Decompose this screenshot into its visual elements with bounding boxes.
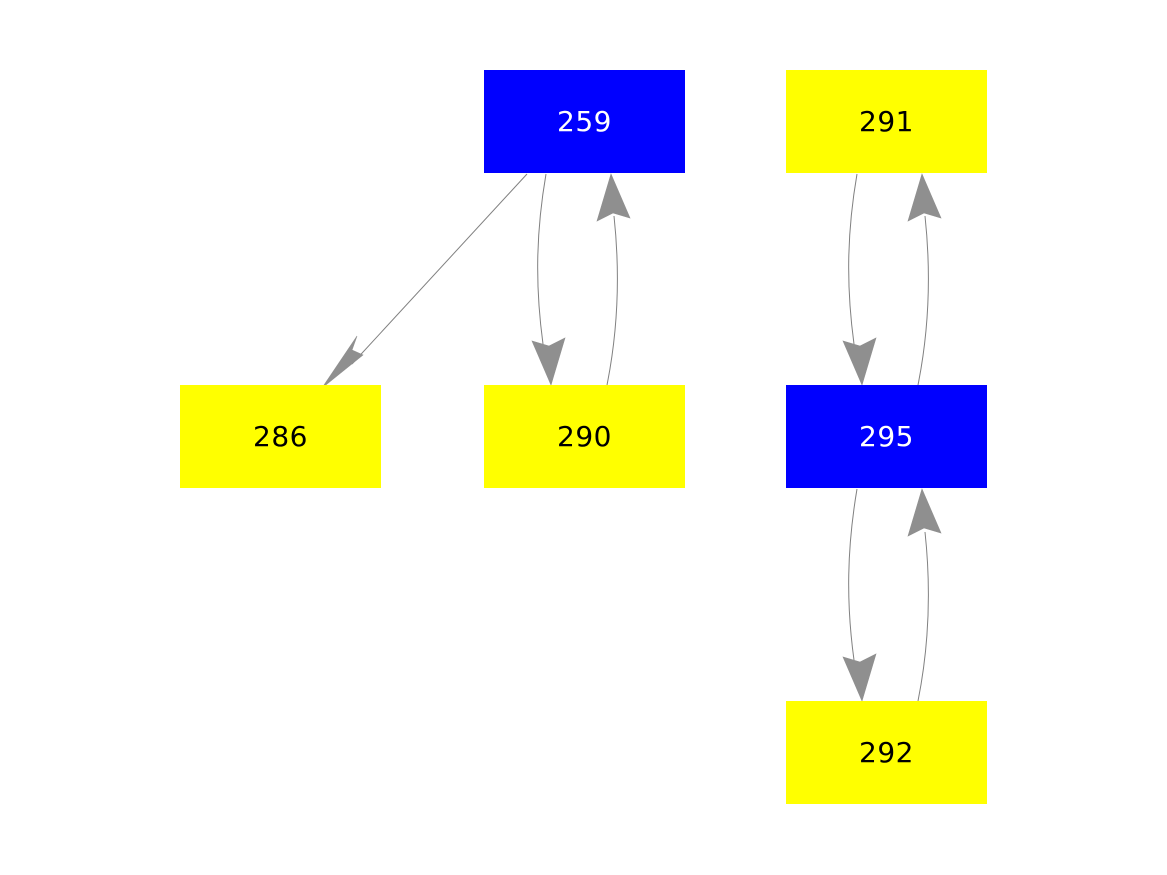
arrowhead-icon	[596, 173, 631, 222]
arrowhead-icon	[531, 337, 566, 386]
graph-node-291[interactable]: 291	[786, 70, 987, 173]
node-label: 290	[557, 419, 612, 453]
edge-line	[537, 173, 547, 345]
arrowhead-icon	[842, 653, 877, 702]
edge-line	[917, 215, 929, 386]
edge-259-to-286	[321, 173, 528, 389]
edge-line	[848, 173, 858, 345]
arrowhead-icon	[907, 173, 942, 222]
edge-290-to-259	[596, 173, 631, 386]
node-label: 291	[859, 104, 914, 138]
edge-line	[917, 531, 929, 702]
edge-295-to-292	[842, 488, 877, 702]
graph-node-286[interactable]: 286	[180, 385, 381, 488]
arrowhead-icon	[907, 488, 942, 537]
edge-line	[606, 215, 618, 386]
node-label: 292	[859, 735, 914, 769]
graph-node-290[interactable]: 290	[484, 385, 685, 488]
edge-291-to-295	[842, 173, 877, 386]
graph-node-259[interactable]: 259	[484, 70, 685, 173]
arrowhead-icon	[321, 335, 364, 389]
edge-259-to-290	[531, 173, 566, 386]
edge-295-to-291	[907, 173, 942, 386]
node-label: 286	[253, 419, 308, 453]
edge-line	[848, 488, 858, 661]
arrowhead-icon	[842, 337, 877, 386]
graph-node-292[interactable]: 292	[786, 701, 987, 804]
edge-292-to-295	[907, 488, 942, 702]
edge-line	[351, 173, 528, 365]
graph-node-295[interactable]: 295	[786, 385, 987, 488]
node-label: 295	[859, 419, 914, 453]
node-label: 259	[557, 104, 612, 138]
